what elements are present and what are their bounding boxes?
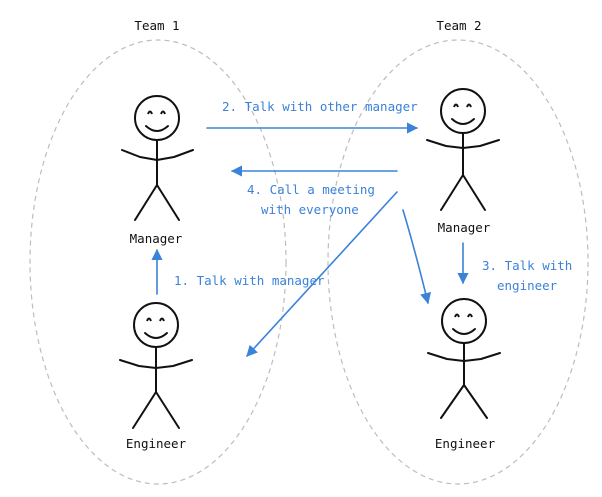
team1-engineer-figure (119, 302, 193, 429)
head-icon (440, 88, 486, 134)
team1-manager-figure (121, 95, 194, 221)
head-icon (134, 95, 180, 141)
team1-boundary (29, 39, 287, 485)
team2-manager-label: Manager (438, 220, 491, 235)
team1-label: Team 1 (134, 18, 179, 33)
head-icon (441, 298, 487, 344)
arrow-label-call-meeting-line1: 4. Call a meeting (247, 182, 375, 197)
team2-label: Team 2 (436, 18, 481, 33)
team1-manager-label: Manager (130, 231, 183, 246)
arrow-label-talk-with-engineer-line2: engineer (497, 278, 558, 293)
team1-engineer-label: Engineer (126, 436, 187, 451)
team2-manager-figure (426, 88, 500, 211)
arrow-label-talk-with-other-manager: 2. Talk with other manager (222, 99, 418, 114)
arrow-label-call-meeting-line2: with everyone (261, 202, 359, 217)
arrow-call-meeting-to-engineer (246, 191, 398, 357)
head-icon (133, 302, 179, 348)
team2-engineer-figure (427, 298, 501, 419)
team2-boundary (327, 39, 589, 485)
arrow-call-meeting-to-team2-engineer (402, 209, 432, 305)
arrow-label-talk-with-manager: 1. Talk with manager (174, 273, 325, 288)
team2-engineer-label: Engineer (435, 436, 496, 451)
arrow-label-talk-with-engineer-line1: 3. Talk with (482, 258, 572, 273)
